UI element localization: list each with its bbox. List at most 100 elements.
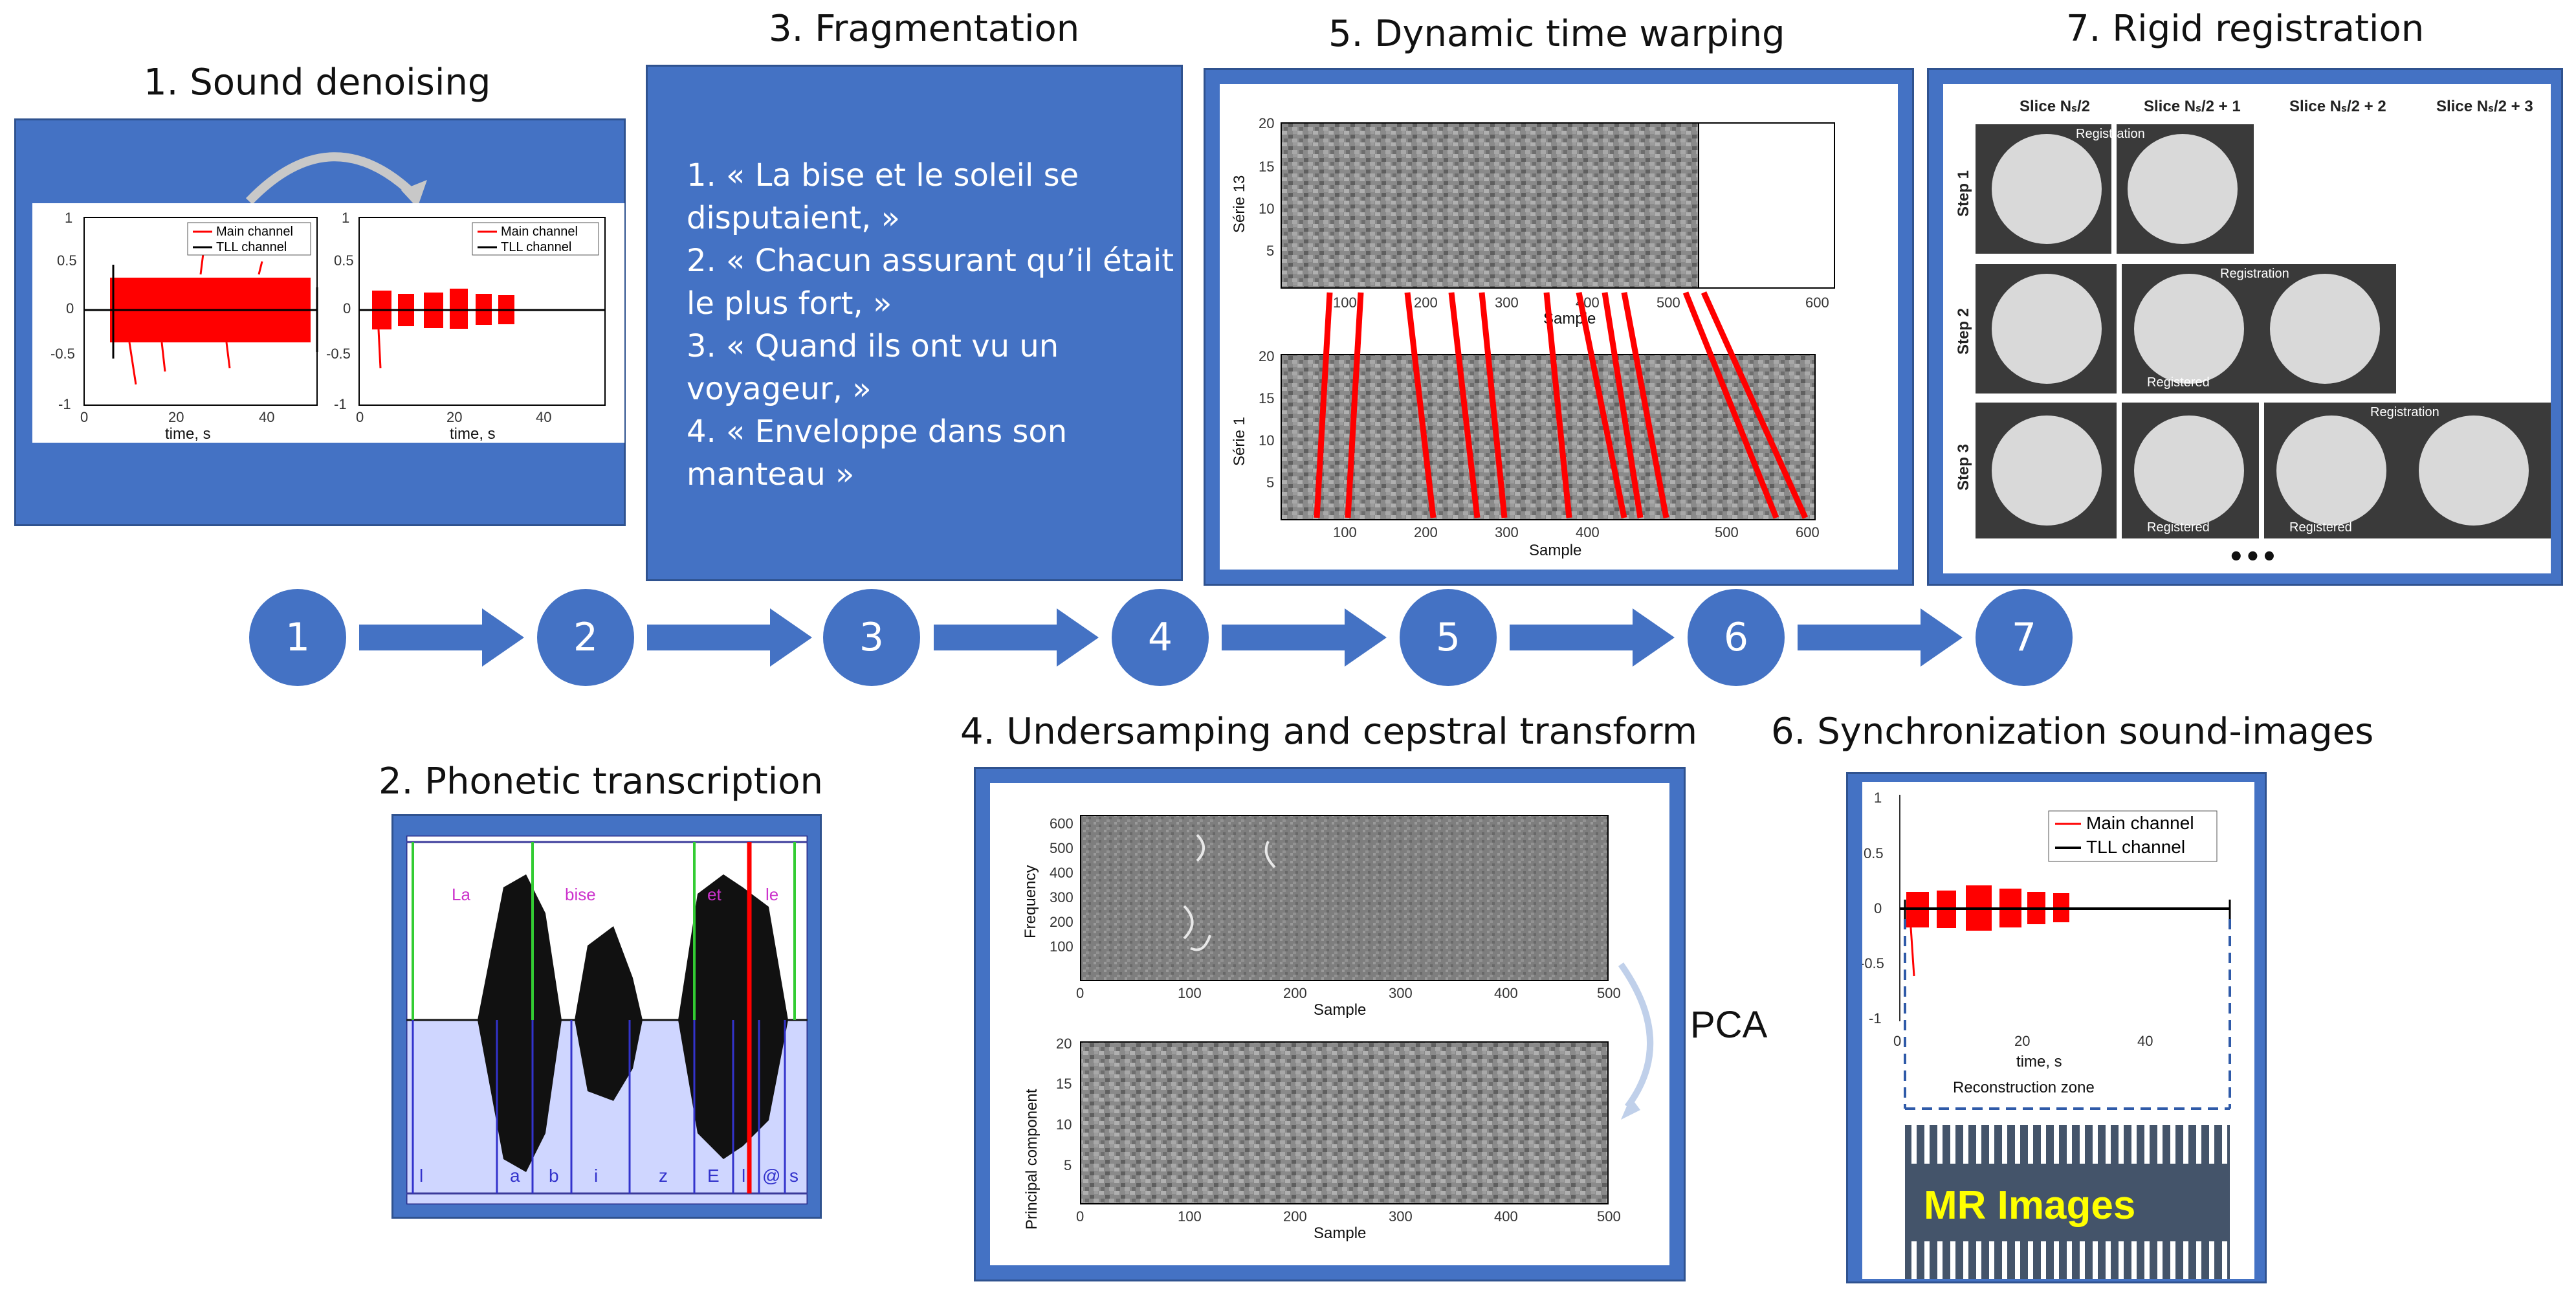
registration-label: Registration bbox=[2370, 405, 2439, 419]
frag-line: le plus fort, » bbox=[687, 285, 892, 322]
dtw-bottom-xtick: 300 bbox=[1495, 524, 1519, 540]
sync-signal bbox=[1906, 885, 2069, 977]
step-circle-7: 7 bbox=[1976, 589, 2073, 686]
flow-arrow-icon bbox=[1510, 608, 1675, 667]
denoise-left-ytick: -1 bbox=[58, 396, 71, 412]
cepstral-top-xtick: 500 bbox=[1597, 985, 1621, 1001]
cepstral-top-xtick: 300 bbox=[1389, 985, 1413, 1001]
dtw-bottom-ylabel: Série 1 bbox=[1231, 417, 1248, 466]
phonetic-word: bise bbox=[565, 885, 596, 904]
sync-ytick: -1 bbox=[1869, 1010, 1882, 1026]
denoise-right-ytick: -1 bbox=[334, 396, 347, 412]
dtw-top-ytick: 5 bbox=[1266, 243, 1274, 259]
face-image bbox=[1992, 134, 2102, 244]
cepstral-plots: 600 500 400 300 200 100 Frequency 0 100 … bbox=[990, 783, 1669, 1265]
step2-slices: Registration Registered bbox=[1976, 264, 2396, 394]
step6-title: 6. Synchronization sound-images bbox=[1771, 711, 2374, 753]
registration-label: Registration bbox=[2220, 267, 2289, 281]
frag-line: 2. « Chacun assurant qu’il était bbox=[687, 243, 1174, 279]
cepstral-bottom-xlabel: Sample bbox=[1314, 1225, 1366, 1242]
registration-label: Registration bbox=[2076, 127, 2145, 141]
cepstral-bottom-ylabel: Principal component bbox=[1023, 1089, 1040, 1230]
dtw-top-ylabel: Série 13 bbox=[1231, 175, 1248, 233]
step7-title: 7. Rigid registration bbox=[2066, 8, 2425, 50]
cepstral-top-xtick: 100 bbox=[1178, 985, 1202, 1001]
dtw-bottom-ytick: 15 bbox=[1259, 390, 1274, 406]
phonetic-word: et bbox=[707, 885, 721, 904]
phonetic-panel: La bise et le l a b i z E l @ s bbox=[391, 814, 822, 1219]
denoise-right-legend-main: Main channel bbox=[501, 225, 578, 239]
cepstral-bottom-xtick: 500 bbox=[1597, 1208, 1621, 1225]
step-circle-1: 1 bbox=[249, 589, 346, 686]
dtw-top-xtick: 300 bbox=[1495, 294, 1519, 311]
step3-title: 3. Fragmentation bbox=[769, 8, 1080, 50]
step1-slices: Registration bbox=[1976, 124, 2254, 254]
cepstral-top-ytick: 600 bbox=[1050, 815, 1073, 832]
denoise-left-ytick: -0.5 bbox=[50, 346, 75, 362]
denoise-left-ytick: 0.5 bbox=[57, 252, 77, 269]
denoise-left-xtick: 0 bbox=[80, 409, 88, 425]
dtw-bottom-ytick: 5 bbox=[1266, 474, 1274, 491]
sync-plot: 1 0.5 0 -0.5 -1 Main channel TLL channel… bbox=[1860, 782, 2254, 1279]
flow-arrow-icon bbox=[1222, 608, 1387, 667]
step-label: Step 2 bbox=[1955, 307, 1972, 355]
slice-header: Slice Nₛ/2 + 3 bbox=[2436, 98, 2533, 115]
step1-title: 1. Sound denoising bbox=[144, 61, 491, 104]
cepstral-top-ytick: 200 bbox=[1050, 914, 1073, 930]
cepstral-top-xtick: 200 bbox=[1283, 985, 1307, 1001]
reconstruction-zone-label: Reconstruction zone bbox=[1953, 1079, 2095, 1096]
phone-label: s bbox=[789, 1166, 798, 1186]
cepstral-bottom-ytick: 20 bbox=[1056, 1036, 1072, 1052]
denoise-right-ytick: 0 bbox=[343, 300, 351, 316]
dtw-bottom-xtick: 200 bbox=[1414, 524, 1438, 540]
phonetic-word: La bbox=[452, 885, 470, 904]
mr-images-label: MR Images bbox=[1924, 1183, 2135, 1228]
phone-label: l bbox=[419, 1166, 423, 1186]
denoise-left-ytick: 0 bbox=[66, 300, 74, 316]
phone-label: b bbox=[549, 1166, 559, 1186]
sync-legend-tll: TLL channel bbox=[2086, 837, 2185, 857]
cepstral-bottom-ytick: 10 bbox=[1056, 1116, 1072, 1133]
phone-label: E bbox=[707, 1166, 720, 1186]
registered-label: Registered bbox=[2147, 375, 2210, 390]
registered-label: Registered bbox=[2147, 520, 2210, 535]
dtw-bottom-ytick: 20 bbox=[1259, 348, 1274, 364]
dtw-plots: 20 15 10 5 Série 13 100 200 300 400 500 … bbox=[1220, 84, 1898, 570]
sync-panel: 1 0.5 0 -0.5 -1 Main channel TLL channel… bbox=[1846, 772, 2267, 1283]
cepstral-top-ytick: 400 bbox=[1050, 865, 1073, 881]
registration-grid: Slice Nₛ/2 Slice Nₛ/2 + 1 Slice Nₛ/2 + 2… bbox=[1943, 84, 2551, 573]
registered-label: Registered bbox=[2289, 520, 2352, 535]
step-circle-3: 3 bbox=[823, 589, 920, 686]
phone-label: z bbox=[659, 1166, 668, 1186]
phone-label: @ bbox=[762, 1166, 780, 1186]
cepstral-bottom-xtick: 100 bbox=[1178, 1208, 1202, 1225]
dtw-top-ytick: 20 bbox=[1259, 115, 1274, 131]
pca-label: PCA bbox=[1690, 1004, 1768, 1046]
dtw-top-ytick: 15 bbox=[1259, 159, 1274, 175]
phonetic-waveform bbox=[406, 874, 808, 1172]
fragmentation-panel: 1. « La bise et le soleil se disputaient… bbox=[646, 65, 1183, 581]
mr-slices bbox=[1911, 1125, 2227, 1279]
dtw-bottom-xtick: 100 bbox=[1333, 524, 1357, 540]
frag-line: voyageur, » bbox=[687, 371, 872, 407]
dtw-bottom-xlabel: Sample bbox=[1529, 542, 1581, 559]
dtw-top-xtick: 500 bbox=[1657, 294, 1680, 311]
phone-label: a bbox=[510, 1166, 520, 1186]
fragmentation-text: 1. « La bise et le soleil se disputaient… bbox=[687, 154, 1174, 496]
denoise-right-xlabel: time, s bbox=[450, 425, 496, 443]
face-image bbox=[2276, 416, 2386, 526]
dtw-top-ytick: 10 bbox=[1259, 201, 1274, 217]
cepstral-bottom-ytick: 5 bbox=[1064, 1157, 1072, 1173]
frag-line: 4. « Enveloppe dans son bbox=[687, 414, 1068, 450]
sync-xtick: 40 bbox=[2137, 1033, 2153, 1049]
phonetic-word: le bbox=[765, 885, 778, 904]
dtw-top-xtick: 200 bbox=[1414, 294, 1438, 311]
denoise-left-xtick: 40 bbox=[259, 409, 274, 425]
denoise-left-ytick: 1 bbox=[65, 210, 72, 226]
denoise-left-xlabel: time, s bbox=[165, 425, 211, 443]
dtw-bottom-ytick: 10 bbox=[1259, 432, 1274, 449]
flow-arrow-icon bbox=[934, 608, 1099, 667]
face-image bbox=[2270, 274, 2380, 384]
denoise-plots: 1 0.5 0 -0.5 -1 Main channel TLL channel… bbox=[32, 203, 624, 443]
cepstral-top-ytick: 100 bbox=[1050, 938, 1073, 955]
